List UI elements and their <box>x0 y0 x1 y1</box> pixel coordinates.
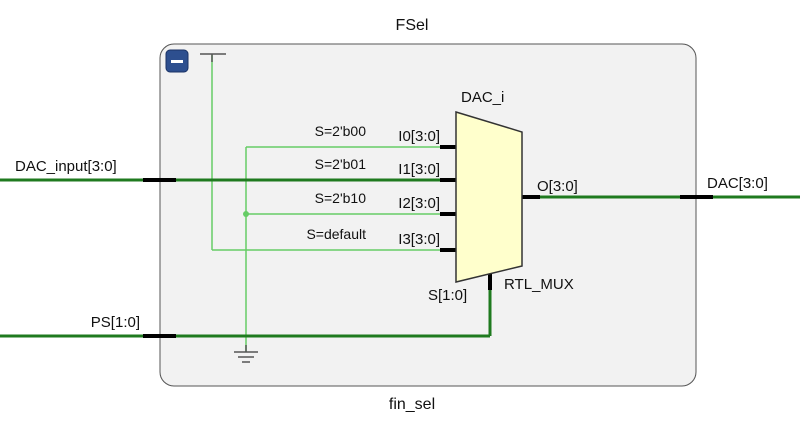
mux-input-pin: I0[3:0] <box>398 128 440 145</box>
mux-input-pin: I1[3:0] <box>398 161 440 178</box>
minus-icon <box>171 60 183 63</box>
mux-input-condition: S=2'b10 <box>315 190 367 206</box>
module-instance-name: fin_sel <box>389 396 435 413</box>
port-label-dac-input: DAC_input[3:0] <box>15 158 117 175</box>
ground-symbol <box>234 345 258 363</box>
module-title: FSel <box>396 17 429 34</box>
rtl-mux[interactable] <box>455 110 523 283</box>
net-junction <box>243 211 249 217</box>
constant-nets <box>211 55 440 352</box>
port-label-ps: PS[1:0] <box>91 314 140 331</box>
module-box[interactable] <box>159 43 697 387</box>
mux-input-pin: I2[3:0] <box>398 195 440 212</box>
port-label-dac-output: DAC[3:0] <box>707 175 768 192</box>
port-stubs <box>143 145 713 338</box>
vcc-symbol <box>200 53 226 62</box>
mux-input-condition: S=2'b01 <box>315 156 367 172</box>
mux-type-label: RTL_MUX <box>504 276 574 293</box>
mux-input-condition: S=2'b00 <box>315 123 367 139</box>
buses <box>0 178 800 338</box>
mux-select-pin: S[1:0] <box>428 287 467 304</box>
mux-input-pin: I3[3:0] <box>398 231 440 248</box>
mux-input-condition: S=default <box>306 226 366 242</box>
mux-output-pin: O[3:0] <box>537 178 578 195</box>
collapse-button[interactable] <box>165 49 189 73</box>
mux-instance-name: DAC_i <box>461 89 504 106</box>
